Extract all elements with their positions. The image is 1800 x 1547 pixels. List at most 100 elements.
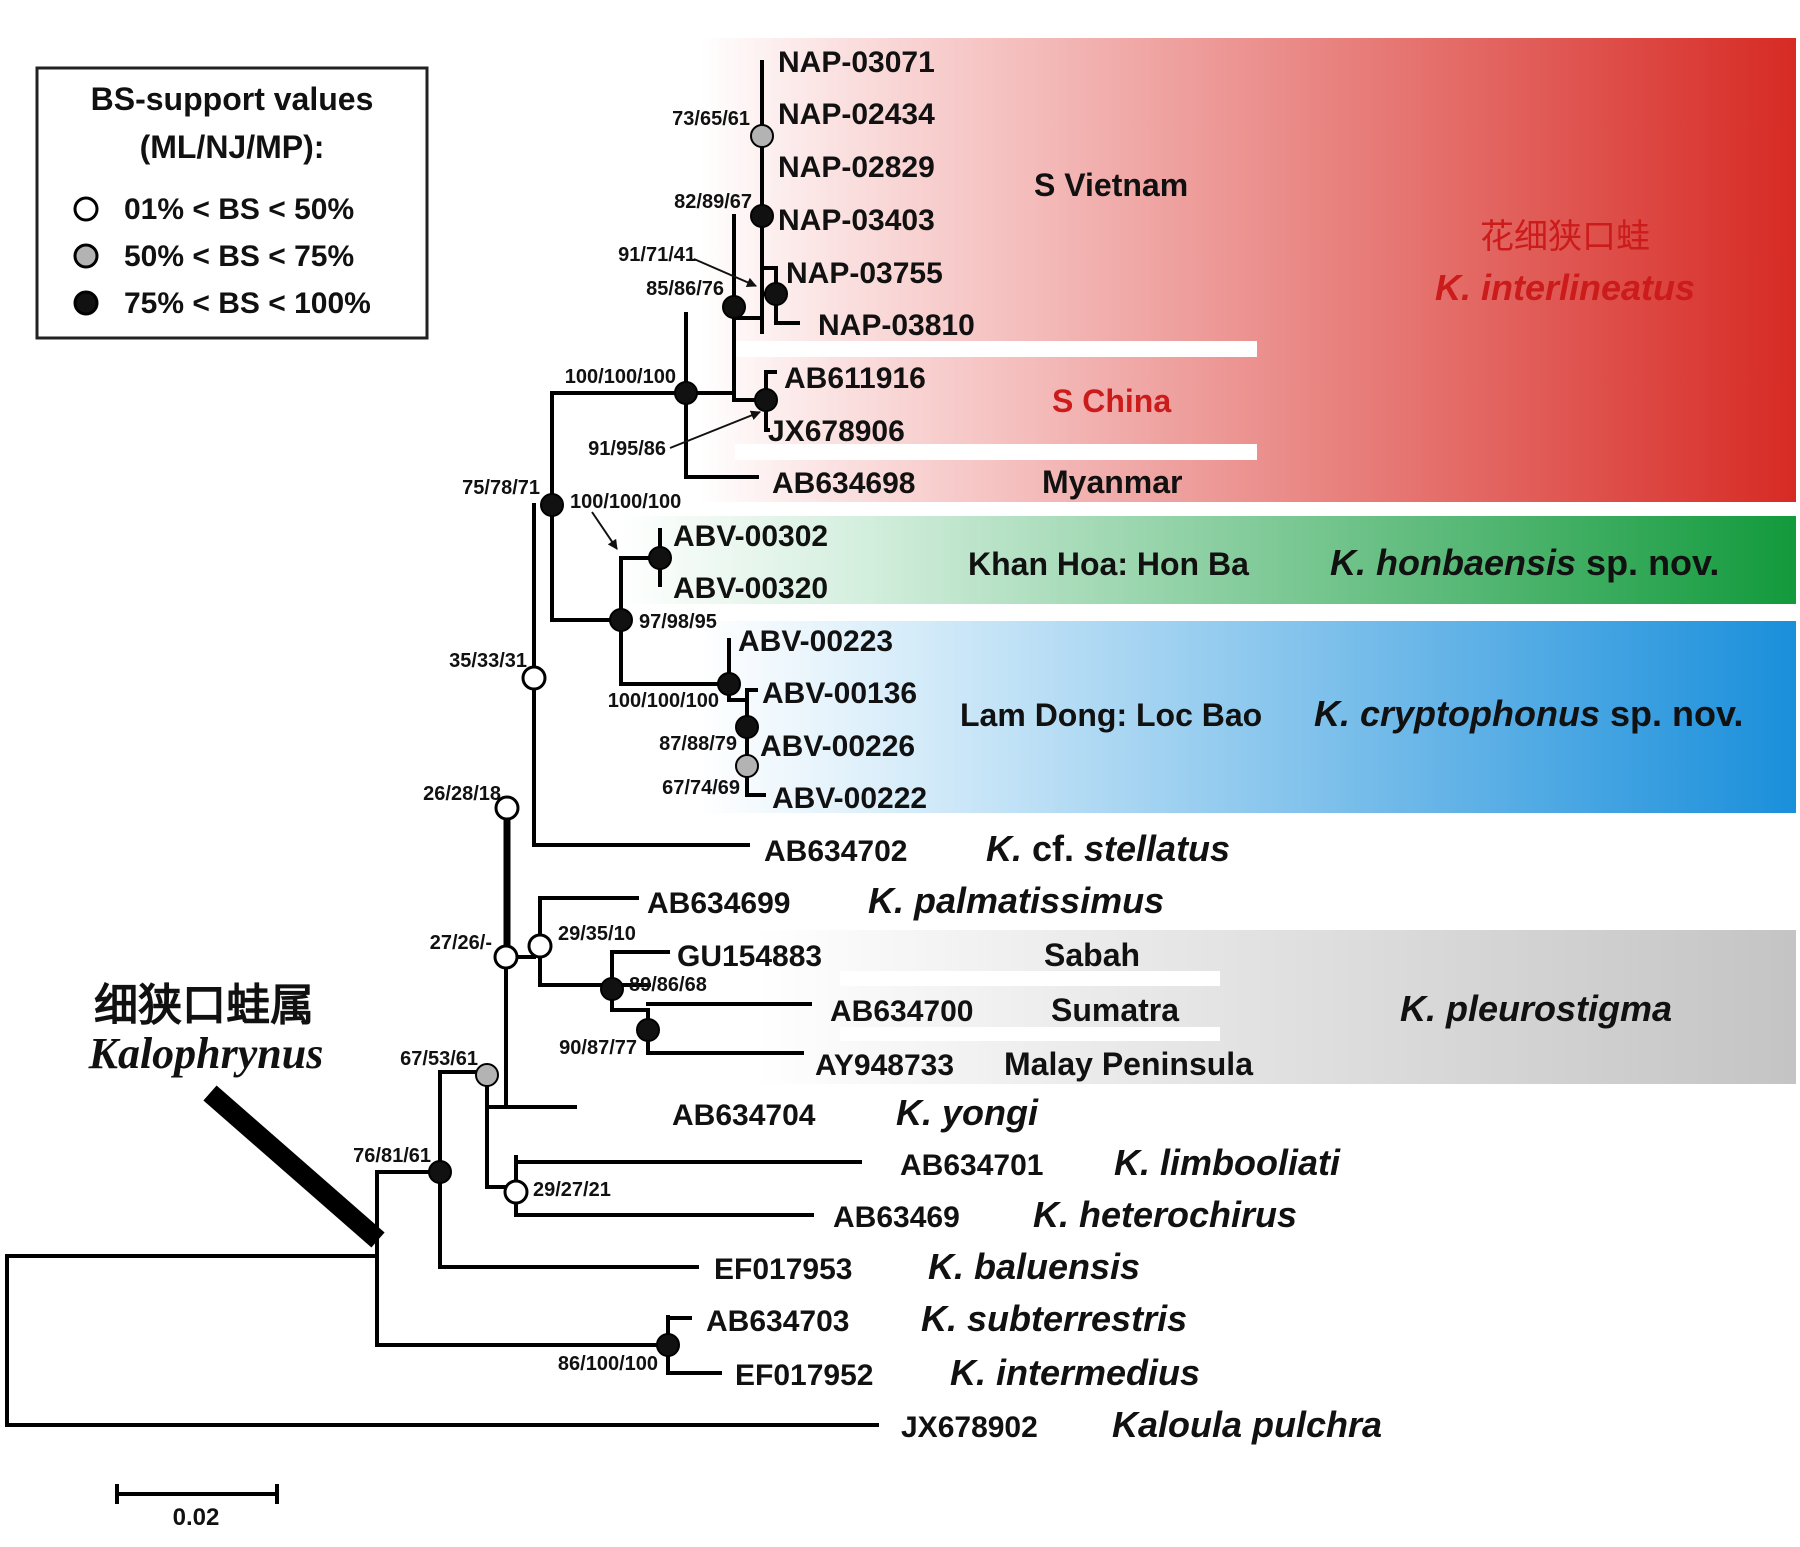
clade-band-cryptophonus <box>700 621 1796 813</box>
leaf-label: AB634703 <box>706 1305 849 1338</box>
support-label: 26/28/18 <box>423 783 501 805</box>
support-label: 86/100/100 <box>558 1353 658 1375</box>
support-label: 90/87/77 <box>559 1037 637 1059</box>
support-label: 75/78/71 <box>462 477 540 499</box>
genus-label-cn: 细狭口蛙属 <box>94 980 314 1031</box>
node-open <box>493 944 519 970</box>
taxon-label-interlineatus-cn: 花细狭口蛙 <box>1480 217 1650 257</box>
node-open <box>494 795 520 821</box>
node-black <box>717 672 741 696</box>
arrow-91-71-41 <box>693 258 757 287</box>
legend-title: BS-support values <box>91 81 374 117</box>
leaf-label: NAP-03810 <box>818 309 975 342</box>
leaf-labels: NAP-03071 NAP-02434 NAP-02829 NAP-03403 … <box>647 46 1043 1444</box>
taxon-label-honbaensis: K. honbaensis sp. nov. <box>1330 542 1719 583</box>
leaf-label: NAP-03071 <box>778 46 935 79</box>
support-label: 29/27/21 <box>533 1179 611 1201</box>
clade-band-pleurostigma <box>755 930 1796 1084</box>
taxon-label-heterochirus: K. heterochirus <box>1033 1194 1297 1235</box>
node-grey <box>735 754 759 778</box>
band-separator <box>735 444 1257 460</box>
band-separator <box>735 341 1257 357</box>
support-label: 100/100/100 <box>570 491 681 513</box>
support-label: 29/35/10 <box>558 923 636 945</box>
leaf-label: ABV-00226 <box>760 730 915 763</box>
node-open <box>527 933 553 959</box>
legend-swatch-grey <box>73 243 99 269</box>
taxon-label-cryptophonus: K. cryptophonus sp. nov. <box>1314 693 1743 734</box>
taxon-label-subterrestris: K. subterrestris <box>921 1298 1187 1339</box>
support-label: 67/53/61 <box>400 1048 478 1070</box>
band-separator <box>840 971 1220 986</box>
node-black <box>754 388 778 412</box>
legend-swatch-black <box>73 290 99 316</box>
node-grey <box>750 124 774 148</box>
region-label: Lam Dong: Loc Bao <box>960 697 1262 733</box>
node-black <box>609 608 633 632</box>
leaf-label: NAP-03403 <box>778 204 935 237</box>
region-labels: S Vietnam S China Myanmar Khan Hoa: Hon … <box>960 167 1262 1082</box>
arrow-100-100-100 <box>591 511 618 550</box>
node-black <box>764 282 788 306</box>
leaf-label: AY948733 <box>815 1049 954 1082</box>
support-label: 87/88/79 <box>659 733 737 755</box>
band-separator <box>840 1027 1220 1041</box>
arrows <box>591 258 761 550</box>
node-black <box>600 977 624 1001</box>
taxon-label-kaloula: Kaloula pulchra <box>1112 1404 1382 1445</box>
legend: BS-support values (ML/NJ/MP): 01% < BS <… <box>35 66 429 340</box>
leaf-label: AB634700 <box>830 995 973 1028</box>
node-black <box>540 493 564 517</box>
leaf-label: JX678902 <box>901 1411 1038 1444</box>
support-label: 97/98/95 <box>639 611 717 633</box>
leaf-label: NAP-02434 <box>778 98 935 131</box>
node-black <box>656 1333 680 1357</box>
support-label: 27/26/- <box>430 932 492 954</box>
taxon-label-palmatissimus: K. palmatissimus <box>868 880 1164 921</box>
leaf-label: ABV-00136 <box>762 677 917 710</box>
support-labels: 73/65/61 82/89/67 91/71/41 85/86/76 100/… <box>353 108 752 1375</box>
region-label: Myanmar <box>1042 464 1183 500</box>
node-open <box>521 665 547 691</box>
clade-band-honbaensis <box>620 516 1796 604</box>
region-label: Malay Peninsula <box>1004 1046 1253 1082</box>
leaf-label: AB634701 <box>900 1149 1043 1182</box>
node-open <box>503 1179 529 1205</box>
taxon-label-limbooliati: K. limbooliati <box>1114 1142 1341 1183</box>
taxon-label-intermedius: K. intermedius <box>950 1352 1200 1393</box>
taxon-label-pleurostigma: K. pleurostigma <box>1400 988 1672 1029</box>
scale-bar: 0.02 <box>115 1484 279 1531</box>
arrow-91-95-86 <box>669 410 761 449</box>
leaf-label: JX678906 <box>768 415 905 448</box>
support-label: 91/71/41 <box>618 244 696 266</box>
leaf-label: AB63469 <box>833 1201 960 1234</box>
region-label: Khan Hoa: Hon Ba <box>968 546 1249 582</box>
region-label-s-china: S China <box>1052 383 1171 419</box>
leaf-label: GU154883 <box>677 940 822 973</box>
leaf-label: ABV-00223 <box>738 625 893 658</box>
genus-label-latin: Kalophrynus <box>88 1029 324 1078</box>
support-label: 91/95/86 <box>588 438 666 460</box>
legend-item-high: 75% < BS < 100% <box>124 287 371 320</box>
support-label: 35/33/31 <box>449 650 527 672</box>
legend-item-mid: 50% < BS < 75% <box>124 240 354 273</box>
support-label: 85/86/76 <box>646 278 724 300</box>
support-nodes <box>428 124 788 1357</box>
node-black <box>722 295 746 319</box>
legend-item-low: 01% < BS < 50% <box>124 193 354 226</box>
leaf-label: NAP-02829 <box>778 151 935 184</box>
support-label: 76/81/61 <box>353 1145 431 1167</box>
taxon-labels: 花细狭口蛙 K. interlineatus K. honbaensis sp.… <box>868 217 1743 1445</box>
clade-band-interlineatus <box>700 38 1796 502</box>
legend-swatch-open <box>73 196 99 222</box>
node-black <box>750 204 774 228</box>
legend-subtitle: (ML/NJ/MP): <box>140 129 325 165</box>
node-grey <box>475 1063 499 1087</box>
node-black <box>674 381 698 405</box>
support-label: 89/86/68 <box>629 974 707 996</box>
leaf-label: AB634699 <box>647 887 790 920</box>
region-label: S Vietnam <box>1034 167 1188 203</box>
support-label: 100/100/100 <box>608 690 719 712</box>
support-label: 67/74/69 <box>662 777 740 799</box>
